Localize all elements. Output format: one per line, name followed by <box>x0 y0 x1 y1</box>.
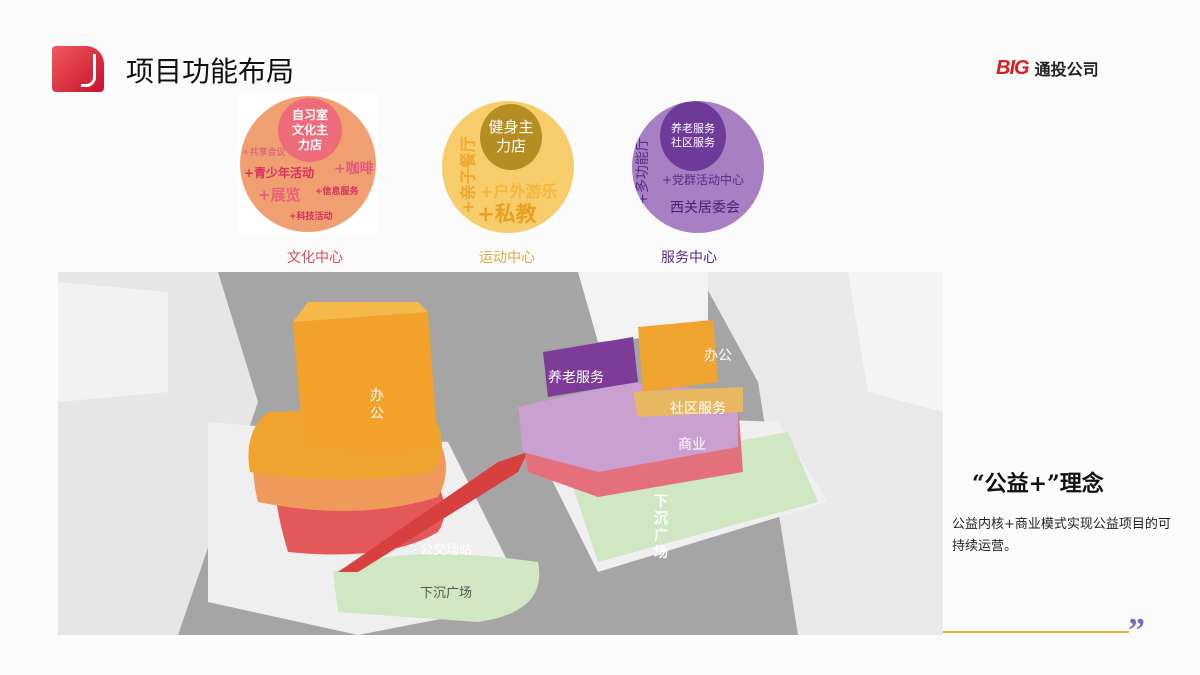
map-label-office-right: 办公 <box>704 348 732 364</box>
logo-mark: BIG <box>996 56 1030 79</box>
page-title: 项目功能布局 <box>126 55 295 88</box>
concept-text: 公益内核+商业模式实现公益项目的可持续运营。 <box>952 517 1171 554</box>
map-label-commerce: 商业 <box>678 437 706 453</box>
massing-drawing <box>58 272 943 635</box>
tag: +共享会议 <box>242 148 286 158</box>
culture-center-label: 文化中心 <box>287 250 343 266</box>
company-logo: BIG 通投公司 <box>996 56 1099 80</box>
tag: +亲子餐厅 <box>458 136 478 214</box>
culture-core: 自习室 文化主 力店 <box>278 98 342 162</box>
logo-name: 通投公司 <box>1034 60 1099 79</box>
tag: +咖啡 <box>334 161 374 177</box>
culture-center-circle: 自习室 文化主 力店 +共享会议 +青少年活动 +咖啡 +展览 +信息服务 +科… <box>240 96 376 232</box>
concept-title: “公益+”理念 <box>972 471 1104 497</box>
tag: +户外游乐 <box>480 182 558 201</box>
sport-center-label: 运动中心 <box>479 250 535 266</box>
accent-line <box>943 631 1129 633</box>
map-label-sunken-plaza-left: 下沉广场 <box>420 586 473 601</box>
tag: 西关居委会 <box>670 200 740 216</box>
map-label-bus-station: 公交场站 <box>420 543 473 558</box>
map-label-sunken-plaza-right: 下 沉 广 场 <box>654 494 668 561</box>
quote-icon: ” <box>1128 612 1145 649</box>
elderly-service-block <box>543 337 638 397</box>
footbridge <box>338 452 528 572</box>
service-center-circle: 养老服务 社区服务 +多功能厅 +党群活动中心 西关居委会 <box>632 101 764 233</box>
tag: +科技活动 <box>289 212 333 222</box>
site-massing-map: 办 公 养老服务 办公 社区服务 商业 公交场站 下沉广场 下 沉 广 场 <box>58 272 943 635</box>
service-core: 养老服务 社区服务 <box>660 101 726 171</box>
map-label-elderly: 养老服务 <box>548 370 604 386</box>
service-center-label: 服务中心 <box>661 250 717 266</box>
tag: +展览 <box>258 186 301 204</box>
tag: +党群活动中心 <box>662 173 745 187</box>
sunken-plaza-left <box>333 554 540 622</box>
map-label-community: 社区服务 <box>670 401 726 417</box>
map-label-office-left: 办 公 <box>370 388 384 422</box>
tag: +私教 <box>477 202 537 226</box>
tag: +多功能厅 <box>634 137 651 205</box>
sport-center-circle: 健身主 力店 +亲子餐厅 +户外游乐 +私教 <box>442 101 574 233</box>
office-tower-left <box>293 312 438 454</box>
office-block-right <box>638 320 718 392</box>
tag: +信息服务 <box>315 187 359 197</box>
sport-core: 健身主 力店 <box>480 104 542 170</box>
title-icon <box>52 46 104 92</box>
tag: +青少年活动 <box>244 166 315 180</box>
